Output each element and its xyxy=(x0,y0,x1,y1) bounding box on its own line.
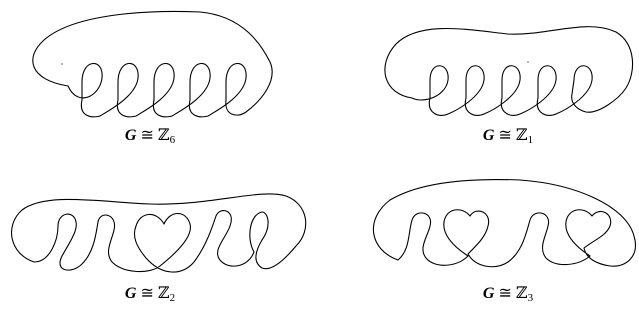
panel-bottom-right: G ≅ ℤ3 xyxy=(372,178,636,304)
caption-relation: ≅ xyxy=(140,127,153,144)
caption-bottom-right: G ≅ ℤ3 xyxy=(483,283,534,304)
caption-bottom-left: G ≅ ℤ2 xyxy=(125,283,175,304)
knot-curve-bottom-right xyxy=(372,178,636,268)
caption-relation: ≅ xyxy=(498,127,511,144)
caption-ring: ℤ xyxy=(516,125,528,144)
caption-index: 3 xyxy=(528,292,534,304)
caption-ring: ℤ xyxy=(158,283,170,302)
panel-top-left: G ≅ ℤ6 xyxy=(32,10,273,146)
caption-group-symbol: G xyxy=(483,127,495,144)
knot-curve-top-right xyxy=(384,26,634,116)
caption-index: 1 xyxy=(528,134,534,146)
panel-bottom-left: G ≅ ℤ2 xyxy=(11,193,307,304)
stray-dot xyxy=(61,63,63,65)
panel-top-right: G ≅ ℤ1 xyxy=(384,26,634,146)
caption-relation: ≅ xyxy=(498,285,511,302)
caption-ring: ℤ xyxy=(158,125,170,144)
caption-group-symbol: G xyxy=(125,127,137,144)
caption-relation: ≅ xyxy=(140,285,153,302)
caption-index: 6 xyxy=(170,134,176,146)
caption-top-left: G ≅ ℤ6 xyxy=(125,125,176,146)
knot-curve-top-left xyxy=(32,10,273,118)
caption-ring: ℤ xyxy=(516,283,528,302)
caption-group-symbol: G xyxy=(483,285,495,302)
caption-index: 2 xyxy=(170,292,176,304)
caption-top-right: G ≅ ℤ1 xyxy=(483,125,533,146)
stray-dot xyxy=(527,61,529,63)
knot-curve-bottom-left xyxy=(11,193,307,273)
caption-group-symbol: G xyxy=(125,285,137,302)
